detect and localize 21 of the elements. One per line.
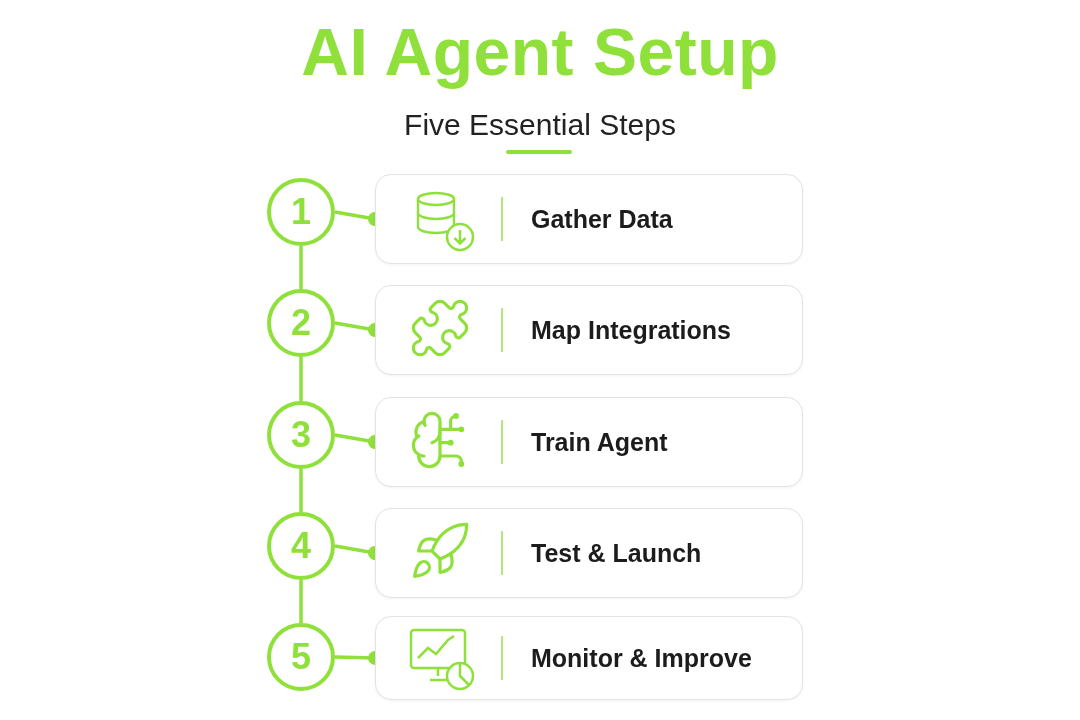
step-card [375, 174, 803, 264]
step-number: 3 [291, 414, 311, 456]
step-card [375, 397, 803, 487]
step-label: Train Agent [531, 427, 668, 457]
connector-line [299, 469, 303, 512]
step-label: Gather Data [531, 204, 673, 234]
step-number: 1 [291, 191, 311, 233]
connector-line [299, 246, 303, 289]
step-card [375, 508, 803, 598]
step-number: 4 [291, 525, 311, 567]
step-label: Map Integrations [531, 315, 731, 345]
step-number: 2 [291, 302, 311, 344]
step-number: 5 [291, 636, 311, 678]
title: AI Agent Setup [301, 14, 779, 90]
step-label: Monitor & Improve [531, 643, 752, 673]
step-card [375, 285, 803, 375]
subtitle: Five Essential Steps [404, 108, 676, 142]
step-card [375, 616, 803, 700]
connector-line [299, 580, 303, 623]
step-label: Test & Launch [531, 538, 702, 568]
connector-line [299, 357, 303, 401]
